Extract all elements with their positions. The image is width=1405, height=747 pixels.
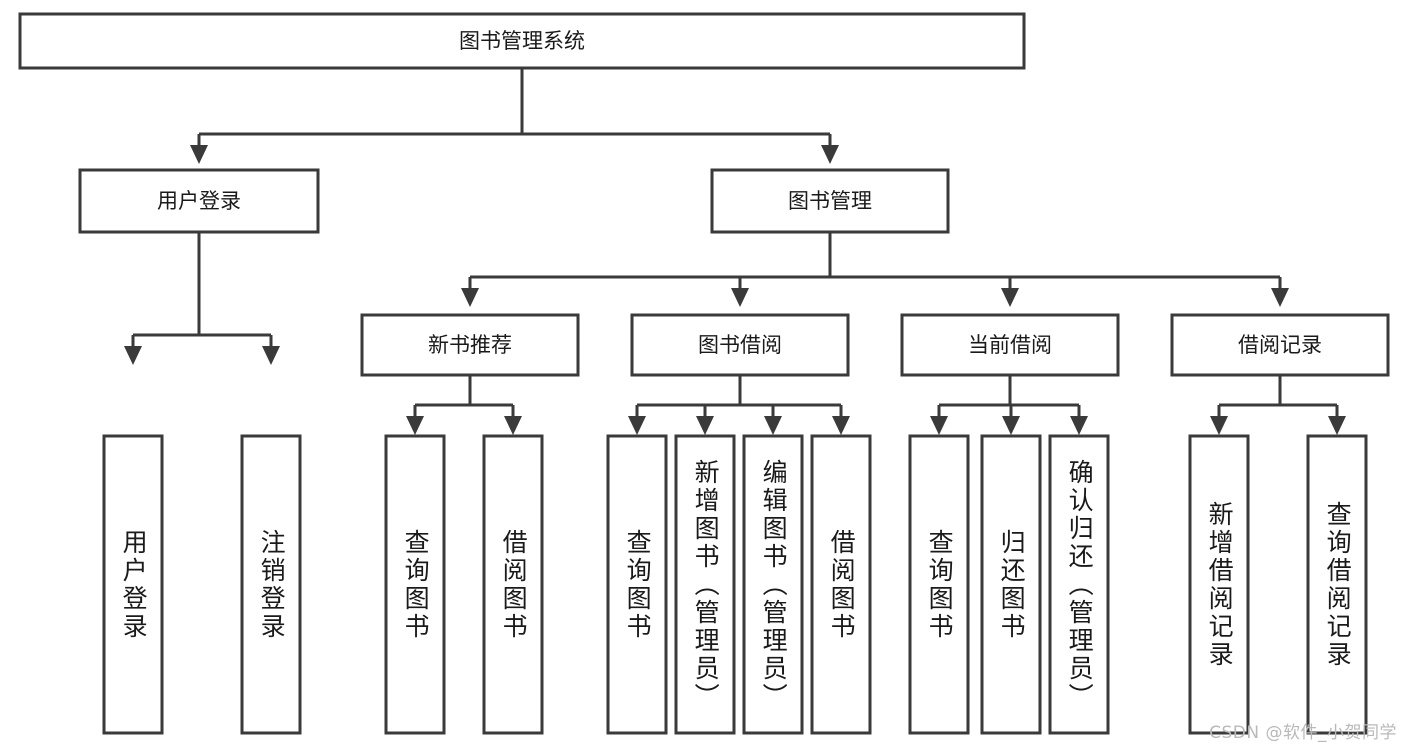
csdn-watermark: CSDN @软件_小贺同学 — [1209, 723, 1397, 743]
leaf-box-3[interactable] — [482, 434, 544, 735]
level2-box-0[interactable] — [360, 313, 580, 377]
connector-current-borrow-to-leaves — [930, 375, 1088, 435]
arrow-head-icon — [1001, 288, 1019, 307]
arrow-head-icon — [1328, 416, 1346, 435]
arrow-head-icon — [628, 416, 646, 435]
leaf-box-9[interactable] — [980, 434, 1042, 735]
connector-new-book-to-leaves — [406, 375, 522, 435]
arrow-head-icon — [821, 145, 839, 164]
level1-box-1-label: 图书管理 — [788, 189, 872, 213]
arrow-head-icon — [930, 416, 948, 435]
connectors-layer — [124, 68, 1346, 435]
leaf-box-5[interactable] — [674, 434, 736, 735]
level1-box-0[interactable] — [78, 168, 320, 234]
connector-user-login-to-leaves — [124, 232, 280, 365]
arrow-head-icon — [1210, 416, 1228, 435]
level2-box-1[interactable] — [630, 313, 850, 377]
arrow-head-icon — [1002, 416, 1020, 435]
leaf-box-0[interactable] — [102, 434, 164, 735]
leaf-box-11[interactable] — [1188, 434, 1250, 735]
leaf-box-8[interactable] — [908, 434, 970, 735]
level1-box-0-label: 用户登录 — [157, 189, 241, 213]
arrow-head-icon — [731, 288, 749, 307]
level1-box-1[interactable] — [710, 168, 950, 234]
leaf-box-1[interactable] — [240, 434, 302, 735]
connector-records-to-leaves — [1210, 375, 1346, 435]
leaf-box-4[interactable] — [606, 434, 668, 735]
level2-box-2-label: 当前借阅 — [968, 333, 1052, 357]
arrow-head-icon — [1271, 288, 1289, 307]
level2-box-2[interactable] — [900, 313, 1120, 377]
arrow-head-icon — [406, 416, 424, 435]
arrow-head-icon — [832, 416, 850, 435]
level2-box-3-label: 借阅记录 — [1238, 333, 1322, 357]
leaf-box-2[interactable] — [384, 434, 446, 735]
arrow-head-icon — [504, 416, 522, 435]
connector-book-mgmt-to-level2 — [461, 232, 1289, 307]
leaf-box-12[interactable] — [1306, 434, 1368, 735]
leaf-box-10[interactable] — [1048, 434, 1110, 735]
connector-root-to-level1 — [190, 68, 839, 164]
root-box-0[interactable] — [18, 12, 1026, 70]
arrow-head-icon — [124, 346, 142, 365]
boxes-layer — [18, 12, 1390, 735]
arrow-head-icon — [262, 346, 280, 365]
arrow-head-icon — [461, 288, 479, 307]
level2-box-1-label: 图书借阅 — [698, 333, 782, 357]
level2-box-0-label: 新书推荐 — [428, 333, 512, 357]
arrow-head-icon — [696, 416, 714, 435]
connector-borrow-to-leaves — [628, 375, 850, 435]
root-box-0-label: 图书管理系统 — [459, 29, 585, 53]
arrow-head-icon — [764, 416, 782, 435]
leaf-box-6[interactable] — [742, 434, 804, 735]
level2-box-3[interactable] — [1170, 313, 1390, 377]
arrow-head-icon — [190, 145, 208, 164]
arrow-head-icon — [1070, 416, 1088, 435]
leaf-box-7[interactable] — [810, 434, 872, 735]
